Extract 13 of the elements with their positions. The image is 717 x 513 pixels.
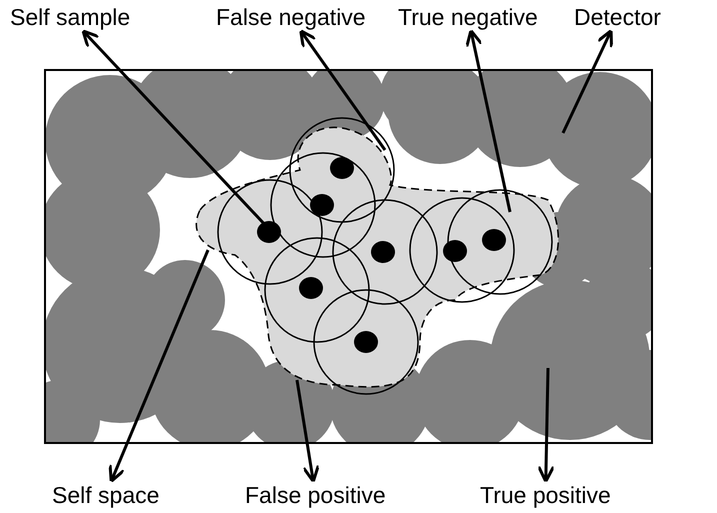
part-label: False positive: [245, 482, 386, 508]
leader-line: [465, 29, 512, 212]
part-label: Self space: [52, 482, 160, 508]
leader-line: [299, 29, 386, 151]
part-label: True positive: [480, 482, 611, 508]
part-label: Detector: [574, 4, 661, 30]
part-label: Self sample: [10, 4, 130, 30]
part-label: False negative: [216, 4, 366, 30]
part-label: True negative: [398, 4, 538, 30]
leader-line: [108, 249, 210, 483]
leader-line: [537, 368, 556, 483]
leader-line: [296, 380, 320, 483]
leader-line: [562, 29, 613, 134]
